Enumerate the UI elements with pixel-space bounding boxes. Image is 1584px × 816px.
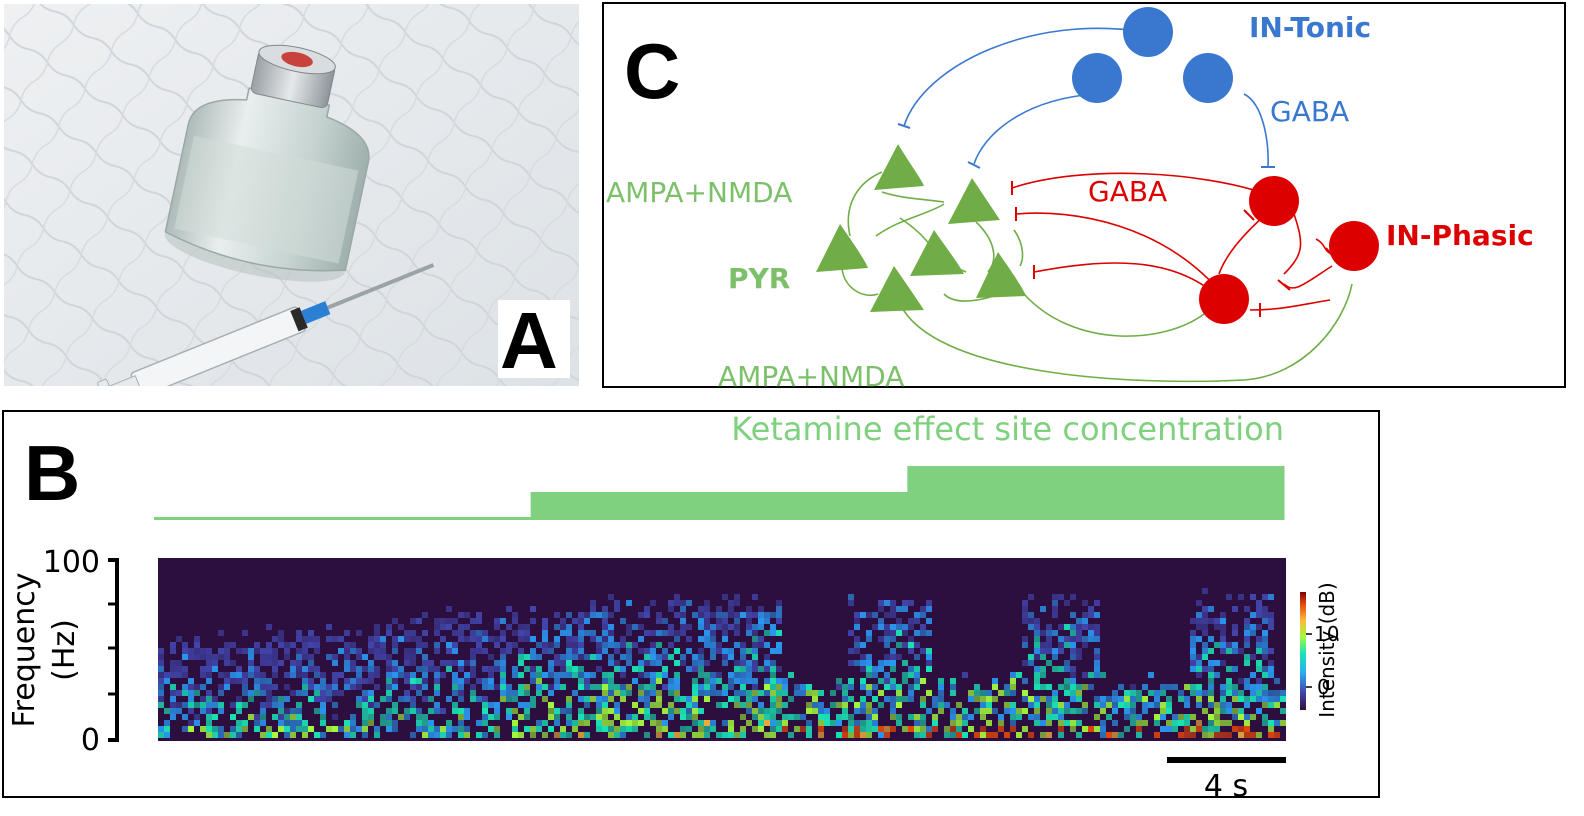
y-tick-label-0: 0 <box>81 723 100 758</box>
in-phasic-neuron <box>1249 176 1299 226</box>
concentration-step <box>530 492 908 520</box>
pyr-group <box>816 144 1026 312</box>
concentration-step <box>907 466 1285 520</box>
syringe <box>97 263 435 386</box>
y-axis-label-unit: (Hz) <box>47 619 82 681</box>
panel-b-spectrogram: B Ketamine effect site concentration <box>2 410 1380 804</box>
circuit-svg: IN-Tonic GABA GABA IN-Phasic AMPA+NMDA P… <box>606 7 1534 393</box>
phasic-connection <box>1283 213 1302 275</box>
in-tonic-group <box>1072 7 1233 103</box>
ampa-nmda-top-label: AMPA+NMDA <box>606 176 792 209</box>
panel-a-photo: A <box>4 4 579 386</box>
pyr-to-phasic-connection <box>1023 293 1205 337</box>
colorbar <box>1300 592 1306 710</box>
in-tonic-neuron <box>1123 7 1173 57</box>
pyr-neuron <box>910 230 964 276</box>
in-tonic-neuron <box>1183 53 1233 103</box>
y-tick-label-100: 100 <box>43 545 100 580</box>
pyr-recurrent-connection <box>875 203 945 237</box>
colorbar-label: Intensity (dB) <box>1315 582 1339 717</box>
vial-syringe-illustration <box>4 4 579 386</box>
pyr-recurrent-connection <box>841 267 879 296</box>
pyr-neuron <box>948 178 1000 224</box>
panel-b-letter: B <box>24 429 81 517</box>
in-phasic-neuron <box>1199 274 1249 324</box>
spectrogram-image <box>158 588 1286 738</box>
pyr-neuron <box>870 266 924 312</box>
vial <box>164 44 370 282</box>
in-tonic-neuron <box>1072 53 1122 103</box>
spectrogram-svg: Ketamine effect site concentration 100 0… <box>7 410 1339 804</box>
ampa-nmda-bottom-label: AMPA+NMDA <box>718 360 904 393</box>
in-phasic-label: IN-Phasic <box>1386 219 1534 252</box>
phasic-connection <box>1218 215 1265 275</box>
ketamine-concentration-label: Ketamine effect site concentration <box>731 410 1284 448</box>
gaba-tonic-label: GABA <box>1270 95 1349 128</box>
pyr-label: PYR <box>728 262 790 295</box>
pyr-neuron <box>976 252 1026 298</box>
concentration-step <box>154 517 532 520</box>
panel-c-letter: C <box>624 27 681 115</box>
tonic-to-pyr-connection <box>903 27 1145 127</box>
tonic-to-phasic-connection <box>1243 93 1269 167</box>
phasic-to-pyr-connection <box>1033 262 1223 301</box>
phasic-connection <box>1249 299 1331 311</box>
phasic-to-pyr-connection <box>1015 212 1225 297</box>
pyr-recurrent-connection <box>881 191 945 203</box>
gaba-phasic-label: GABA <box>1088 175 1167 208</box>
phasic-to-pyr-connection <box>1011 172 1267 195</box>
pyr-neuron <box>816 224 868 272</box>
colorbar-tick-label-10: 10 <box>1314 622 1339 646</box>
phasic-connection <box>1283 265 1333 289</box>
pyr-recurrent-connection <box>1013 229 1024 267</box>
ketamine-concentration-steps <box>154 466 1285 520</box>
colorbar-tick-label-0: 0 <box>1317 675 1330 699</box>
pyr-neuron <box>874 144 924 190</box>
in-phasic-group <box>1199 176 1379 324</box>
pyr-recurrent-connection <box>975 221 995 273</box>
panel-a-letter: A <box>500 296 558 385</box>
time-scale-label: 4 s <box>1204 769 1248 804</box>
pyr-to-phasic-connection <box>899 283 1353 383</box>
in-phasic-neuron <box>1329 221 1379 271</box>
in-tonic-label: IN-Tonic <box>1249 11 1371 44</box>
pyr-recurrent-connection <box>847 171 883 237</box>
y-axis-label-frequency: Frequency <box>7 573 42 728</box>
panel-c-circuit-diagram: C <box>602 2 1566 393</box>
tonic-to-pyr-connection <box>973 93 1097 165</box>
